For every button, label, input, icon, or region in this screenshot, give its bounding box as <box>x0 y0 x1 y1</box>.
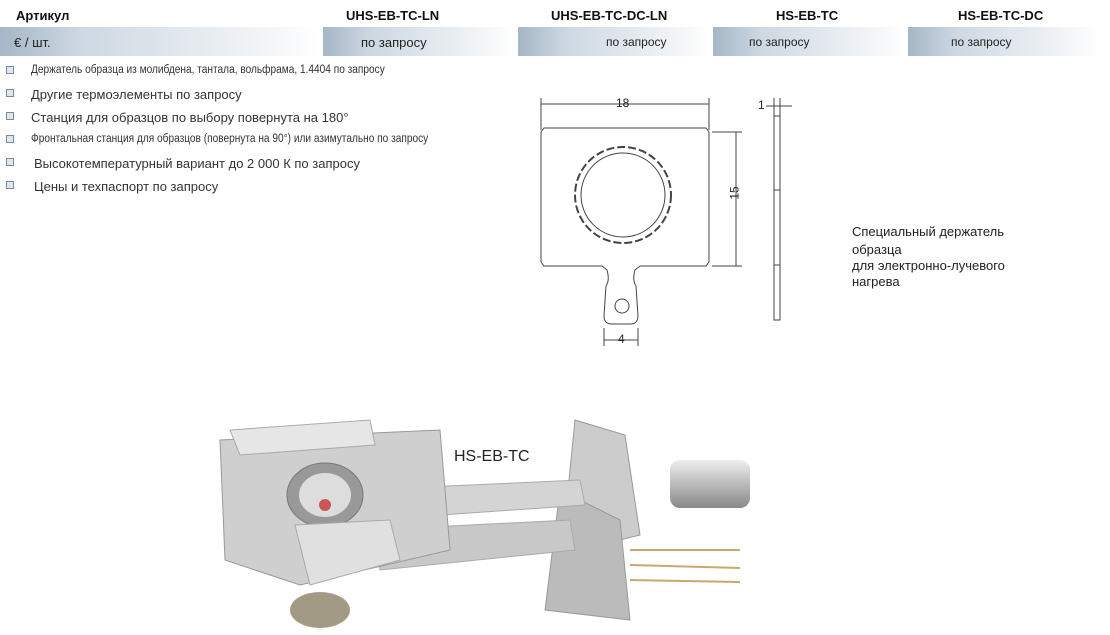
article-header: Артикул <box>16 8 70 23</box>
caption-line: нагрева <box>852 274 900 289</box>
feature-text: Цены и техпаспорт по запросу <box>34 179 219 194</box>
dim-tab: 4 <box>618 332 625 346</box>
price-cell: по запросу <box>908 27 1100 56</box>
dim-height: 15 <box>727 186 742 200</box>
price-value: по запросу <box>361 35 427 50</box>
dim-width: 18 <box>616 96 630 110</box>
feature-text: Станция для образцов по выбору повернута… <box>31 110 349 125</box>
feature-text: Другие термоэлементы по запросу <box>31 87 242 102</box>
bullet-icon <box>6 112 14 120</box>
caption-line: для электронно-лучевого <box>852 258 1005 273</box>
price-cell: по запросу <box>323 27 515 56</box>
price-value: по запросу <box>951 35 1012 49</box>
dim-thickness: 1 <box>758 98 765 112</box>
feature-text: Фронтальная станция для образцов (поверн… <box>31 133 429 145</box>
column-header: HS-EB-TC-DC <box>958 8 1044 23</box>
price-label: € / шт. <box>14 35 51 50</box>
price-value: по запросу <box>606 35 667 49</box>
bullet-icon <box>6 158 14 166</box>
price-label-cell: € / шт. <box>0 27 320 56</box>
bullet-icon <box>6 89 14 97</box>
photo-label: HS-EB-TC <box>454 448 530 465</box>
price-cell: по запросу <box>518 27 710 56</box>
column-header: UHS-EB-TC-LN <box>346 8 440 23</box>
technical-drawing <box>540 98 792 346</box>
product-photo <box>219 419 750 628</box>
caption-line: образца <box>852 242 902 257</box>
price-value: по запросу <box>749 35 810 49</box>
drawing-caption: Специальный держатель образца для электр… <box>852 224 1005 290</box>
price-cell: по запросу <box>713 27 905 56</box>
feature-text: Высокотемпературный вариант до 2 000 К п… <box>34 156 360 171</box>
column-header: UHS-EB-TC-DC-LN <box>551 8 668 23</box>
caption-line: Специальный держатель <box>852 224 1005 239</box>
bullet-icon <box>6 181 14 189</box>
feature-text: Держатель образца из молибдена, тантала,… <box>31 64 385 76</box>
bullet-icon <box>6 66 14 74</box>
bullet-icon <box>6 135 14 143</box>
column-header: HS-EB-TC <box>776 8 839 23</box>
